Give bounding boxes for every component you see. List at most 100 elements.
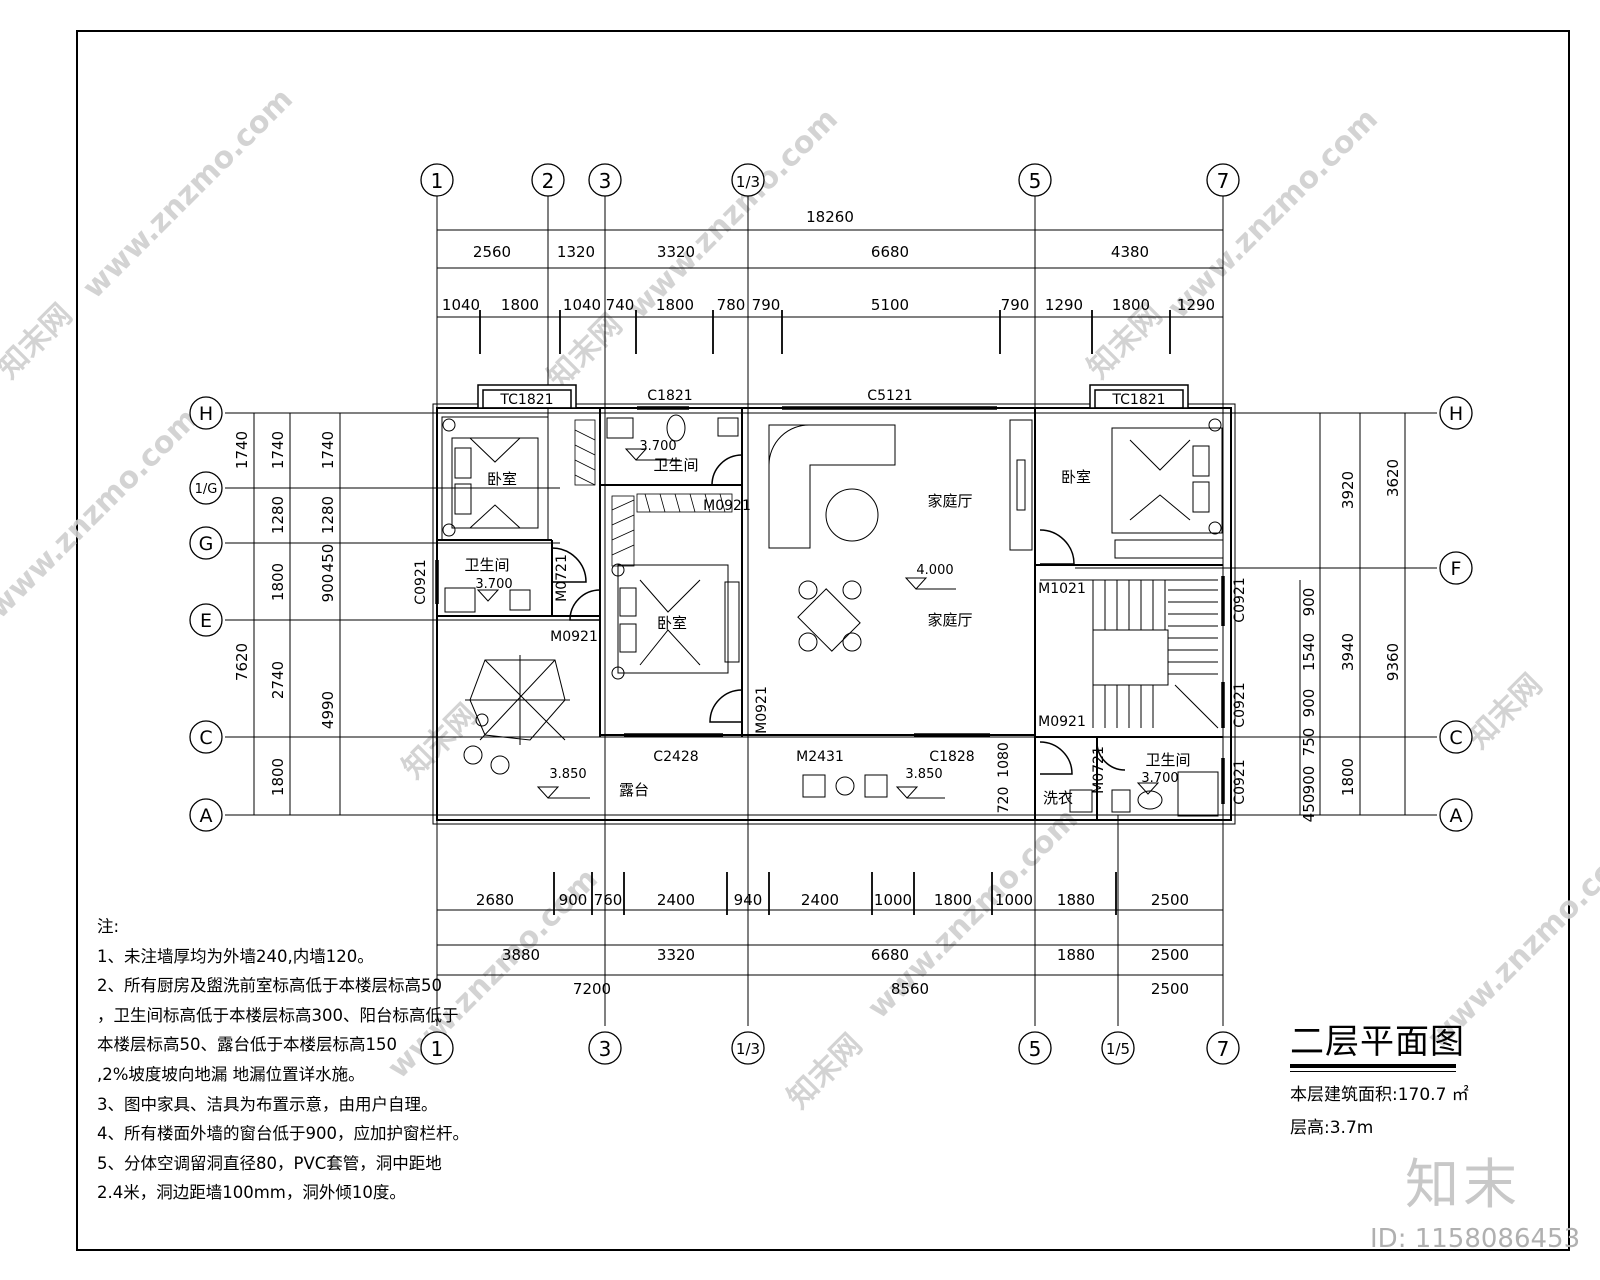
dim-bottom: 7200 [573,980,611,998]
dim-bottom: 760 [594,891,623,909]
grid-label-top: 1/3 [736,173,760,191]
level-text: 4.000 [916,563,953,578]
dim-bottom: 3880 [502,946,540,964]
dim-left: 2740 [269,661,287,699]
dim-bottom: 2680 [476,891,514,909]
grid-label-left: C [199,727,212,749]
room-label-bath-right: 卫生间 [1145,751,1190,769]
window-tag: C0921 [1232,759,1248,804]
bay-windows [477,384,1189,409]
grid-label-right: A [1450,805,1463,827]
grid-label-top: 2 [542,169,555,193]
dim-right: 1540 [1300,633,1318,671]
room-label-terrace: 露台 [619,781,649,799]
note-line: 4、所有楼面外墙的窗台低于900，应加护窗栏杆。 [97,1124,469,1144]
dim-top: 790 [752,296,781,314]
grid-label-bottom: 1/3 [736,1040,760,1058]
grid-bubbles-right [1439,396,1473,832]
svg-text:www.znzmo.com: www.znzmo.com [1161,102,1385,326]
dim-right: 750 [1300,728,1318,757]
dim-left: 1280 [269,496,287,534]
note-line: 本楼层标高50、露台低于本楼层标高150 [97,1035,397,1055]
dim-top: 4380 [1111,243,1149,261]
room-label-bedroom-middle: 卧室 [657,614,687,632]
note-line: 注: [97,917,120,936]
grid-label-bottom: 3 [599,1037,612,1061]
dim-top: 5100 [871,296,909,314]
dim-top: 1800 [656,296,694,314]
grid-label-top: 3 [599,169,612,193]
svg-text:知末网: 知末网 [396,697,484,785]
dim-right: 900 [1300,588,1318,617]
dim-top: 790 [1001,296,1030,314]
dim-top: 1040 [563,296,601,314]
drawing-title: 二层平面图 [1290,1022,1465,1062]
dim-bottom: 1000 [995,891,1033,909]
dim-left: 1740 [233,431,251,469]
grid-label-left: 1/G [195,482,218,497]
door-tag: M0921 [1038,714,1086,730]
door-tag: M0921 [754,686,770,734]
dim-left: 1800 [269,758,287,796]
dim-bottom: 1880 [1057,891,1095,909]
bathroom-fixtures [444,414,1219,817]
grid-bubbles-left [189,396,223,832]
dim-left: 4990 [319,691,337,729]
room-label-bedroom-right: 卧室 [1061,468,1091,486]
dim-bottom: 940 [734,891,763,909]
grid-label-top: 5 [1029,169,1042,193]
dim-bottom: 1880 [1057,946,1095,964]
grid-label-top: 7 [1217,169,1230,193]
svg-text:www.znzmo.com: www.znzmo.com [76,82,300,306]
grid-label-bottom: 5 [1029,1037,1042,1061]
title-underline [1290,1064,1456,1072]
grid-label-left: A [200,805,213,827]
svg-text:知末网: 知末网 [541,307,629,395]
svg-text:www.znzmo.com: www.znzmo.com [0,402,205,626]
door-tag: M0721 [1091,746,1107,794]
drawing-frame [76,30,1570,1251]
grid-label-bottom: 7 [1217,1037,1230,1061]
bed-right-room [1111,418,1224,559]
bed-middle-room [611,563,740,680]
wardrobe-hatching [574,419,733,567]
terrace-furniture [463,655,888,798]
floor-height: 层高:3.7m [1290,1118,1374,1138]
dim-bottom: 3320 [657,946,695,964]
room-label-bedroom-left: 卧室 [487,470,517,488]
dim-top: 1290 [1045,296,1083,314]
note-line: 2.4米，洞边距墙100mm，洞外倾10度。 [97,1183,406,1203]
note-line: 5、分体空调留洞直径80，PVC套管，洞中距地 [97,1153,442,1173]
dim-top: 780 [717,296,746,314]
dim-bottom: 2500 [1151,946,1189,964]
window-tag: C0921 [1232,682,1248,727]
dim-tag: 1080 [996,742,1012,778]
floor-area: 本层建筑面积:170.7 ㎡ [1290,1085,1469,1105]
grid-bubbles-bottom [420,1031,1240,1065]
door-tag: M1021 [1038,581,1086,597]
dim-top: 6680 [871,243,909,261]
dim-left: 7620 [233,643,251,681]
dim-bottom: 2500 [1151,980,1189,998]
dim-left: 1280 [319,496,337,534]
dim-top: 1290 [1177,296,1215,314]
dim-right: 3920 [1339,471,1357,509]
design-notes: 注: 1、未注墙厚均为外墙240,内墙120。 2、所有厨房及盥洗前室标高低于本… [97,912,487,1208]
dim-bottom: 8560 [891,980,929,998]
dim-bottom: 1000 [874,891,912,909]
grid-label-right: H [1449,403,1463,425]
room-label-family-hall-upper: 家庭厅 [927,492,972,510]
dim-right: 900 [1300,766,1318,795]
svg-text:知末网: 知末网 [781,1027,869,1115]
window-tag-c5121: C5121 [867,388,912,404]
grid-label-bottom: 1 [431,1037,444,1061]
room-label-bath-left: 卫生间 [464,556,509,574]
window-tag: C0921 [1232,577,1248,622]
svg-text:知末网: 知末网 [1461,667,1549,755]
dimension-lines [253,229,1406,976]
dim-right: 9360 [1384,643,1402,681]
note-line: ，卫生间标高低于本楼层标高300、阳台标高低于 [97,1005,459,1025]
dim-top: 1800 [501,296,539,314]
dim-top: 1320 [557,243,595,261]
